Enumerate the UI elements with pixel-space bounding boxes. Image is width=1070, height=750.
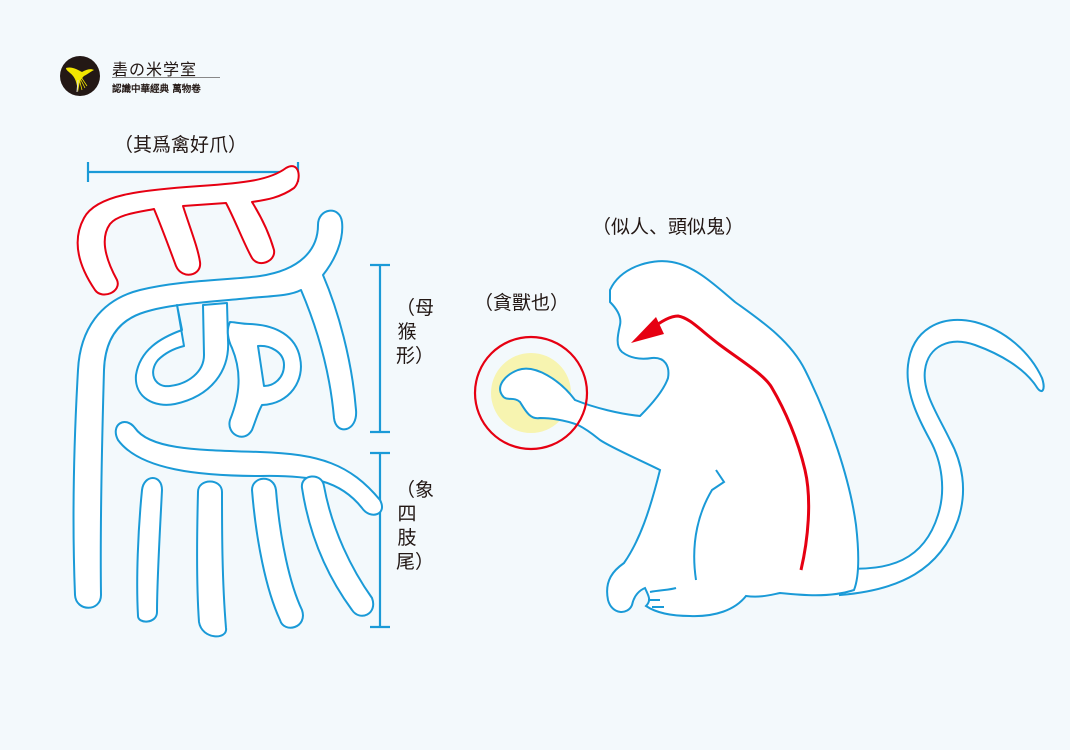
greedy-beast-annotation: （貪獸也） <box>474 292 570 314</box>
monkey-tail <box>839 318 1045 597</box>
body-height-marker <box>370 263 390 434</box>
limbs-component <box>136 475 375 638</box>
logo-subtitle: 認識中華經典 萬物卷 <box>112 84 201 95</box>
like-human-annotation: （似人、頭似鬼） <box>592 216 745 238</box>
monkey-knee-detail <box>693 469 726 581</box>
monkey-body-component <box>72 209 383 609</box>
spine-arrow-line <box>649 314 811 571</box>
logo-divider <box>112 77 220 78</box>
arrow-head-icon <box>631 317 664 343</box>
logo: 砉の米学室 認識中華經典 萬物卷 <box>60 56 230 98</box>
hand-highlight-circle <box>473 335 589 451</box>
seal-character-wei <box>72 165 383 638</box>
logo-title: 砉の米学室 <box>112 60 198 79</box>
claw-component <box>76 165 300 296</box>
monkey-figure <box>473 260 1045 618</box>
bird-emblem-icon <box>60 56 100 96</box>
monkey-body <box>499 260 860 618</box>
monkey-foot-toes <box>648 587 677 608</box>
limbs-height-marker <box>370 451 390 629</box>
claw-annotation: （其爲禽好爪） <box>114 134 248 156</box>
